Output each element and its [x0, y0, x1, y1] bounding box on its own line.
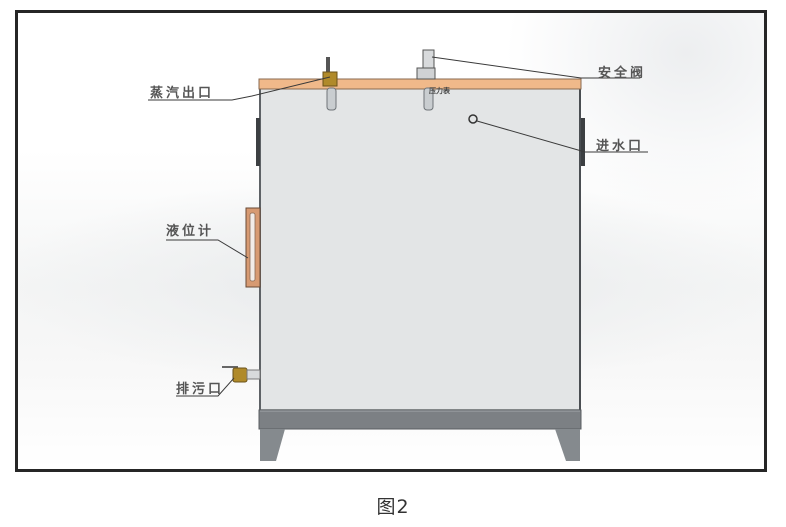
leader-safety-valve	[431, 56, 640, 79]
steam-outlet-brass	[322, 71, 338, 87]
label-safety-valve: 安全阀	[598, 66, 647, 81]
level-gauge-glass	[249, 212, 256, 282]
label-valve-small-tag: 压力表	[429, 87, 450, 95]
steam-outlet-stem	[326, 57, 330, 79]
right-leg	[555, 429, 580, 461]
label-water-inlet: 进水口	[596, 139, 645, 154]
water-inlet-port	[468, 114, 478, 124]
safety-valve-top	[422, 49, 435, 71]
base-band	[258, 409, 582, 430]
figure-caption: 图2	[376, 496, 410, 518]
leader-water-inlet	[476, 120, 648, 153]
safety-valve-pipe	[423, 87, 434, 111]
leader-steam-outlet	[148, 76, 331, 101]
top-plate	[258, 78, 582, 90]
left-leg	[260, 429, 285, 461]
drain-pipe	[246, 369, 261, 380]
leader-level-gauge	[166, 239, 249, 259]
label-drain-outlet: 排污口	[176, 382, 225, 397]
steam-outlet-pipe	[326, 87, 337, 111]
label-level-gauge: 液位计	[166, 224, 215, 239]
drain-brass	[232, 367, 248, 383]
label-steam-outlet: 蒸汽出口	[150, 86, 215, 101]
right-side-handle	[581, 118, 585, 166]
leader-drain	[176, 377, 235, 397]
safety-valve-nut	[416, 67, 436, 80]
left-side-handle	[256, 118, 260, 166]
